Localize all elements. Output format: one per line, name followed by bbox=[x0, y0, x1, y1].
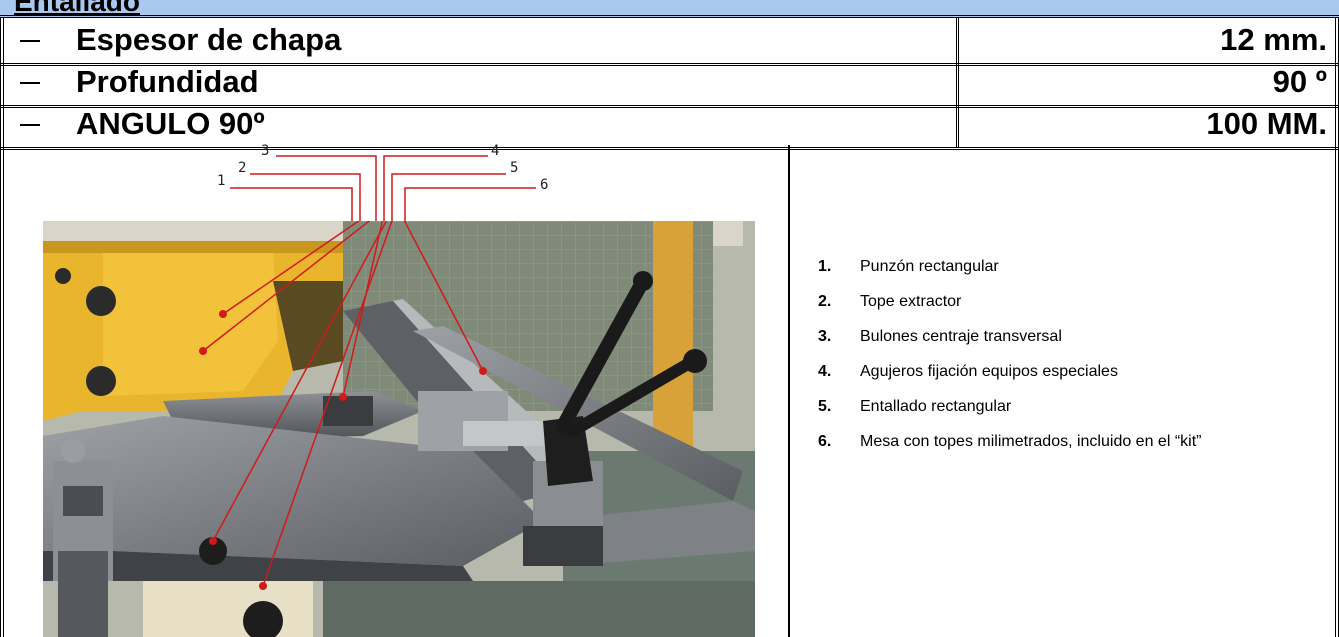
spec-row-angulo: ANGULO 90º 100 MM. bbox=[0, 102, 1339, 150]
legend-number: 3. bbox=[818, 328, 832, 345]
spec-label: Espesor de chapa bbox=[76, 22, 342, 57]
spec-row-espesor: Espesor de chapa 12 mm. bbox=[0, 18, 1339, 66]
legend-text: Tope extractor bbox=[860, 293, 962, 310]
legend-number: 2. bbox=[818, 293, 832, 310]
column-divider bbox=[788, 145, 790, 637]
legend-number: 4. bbox=[818, 363, 832, 380]
legend-text: Agujeros fijación equipos especiales bbox=[860, 363, 1118, 380]
column-divider bbox=[956, 18, 959, 63]
callout-number: 1 bbox=[217, 173, 226, 189]
legend-item: 3. Bulones centraje transversal bbox=[818, 327, 1318, 346]
spec-value: 90 º bbox=[1272, 64, 1327, 99]
callout-number: 5 bbox=[510, 160, 519, 176]
legend-text: Entallado rectangular bbox=[860, 398, 1012, 415]
legend-item: 6. Mesa con topes milimetrados, incluido… bbox=[818, 432, 1318, 451]
legend-text: Bulones centraje transversal bbox=[860, 328, 1062, 345]
spec-value: 12 mm. bbox=[1220, 22, 1327, 57]
legend-item: 1. Punzón rectangular bbox=[818, 257, 1318, 276]
legend-item: 5. Entallado rectangular bbox=[818, 397, 1318, 416]
callout-number: 2 bbox=[238, 160, 247, 176]
spec-row-profundidad: Profundidad 90 º bbox=[0, 60, 1339, 108]
legend-item: 4. Agujeros fijación equipos especiales bbox=[818, 362, 1318, 381]
legend-number: 6. bbox=[818, 433, 832, 450]
machine-photo bbox=[43, 221, 755, 637]
figure-area: 1 2 3 4 5 6 bbox=[0, 143, 1339, 637]
spec-label: Profundidad bbox=[76, 64, 259, 99]
legend-text: Mesa con topes milimetrados, incluido en… bbox=[860, 433, 1202, 450]
legend-number: 5. bbox=[818, 398, 832, 415]
callout-number: 6 bbox=[540, 177, 549, 193]
column-divider bbox=[956, 102, 959, 147]
column-divider bbox=[956, 60, 959, 105]
dash-bullet bbox=[20, 40, 40, 42]
dash-bullet bbox=[20, 124, 40, 126]
spec-label: ANGULO 90º bbox=[76, 106, 265, 141]
legend-number: 1. bbox=[818, 258, 832, 275]
callout-number: 4 bbox=[491, 143, 500, 159]
section-header: Entallado bbox=[0, 0, 1339, 18]
callout-number: 3 bbox=[261, 143, 270, 159]
dash-bullet bbox=[20, 82, 40, 84]
legend-item: 2. Tope extractor bbox=[818, 292, 1318, 311]
legend-text: Punzón rectangular bbox=[860, 258, 999, 275]
machine-illustration bbox=[43, 221, 755, 637]
spec-value: 100 MM. bbox=[1206, 106, 1327, 141]
callout-leader-lines bbox=[230, 155, 536, 221]
legend-list: 1. Punzón rectangular 2. Tope extractor … bbox=[818, 257, 1318, 467]
section-title: Entallado bbox=[14, 0, 141, 17]
